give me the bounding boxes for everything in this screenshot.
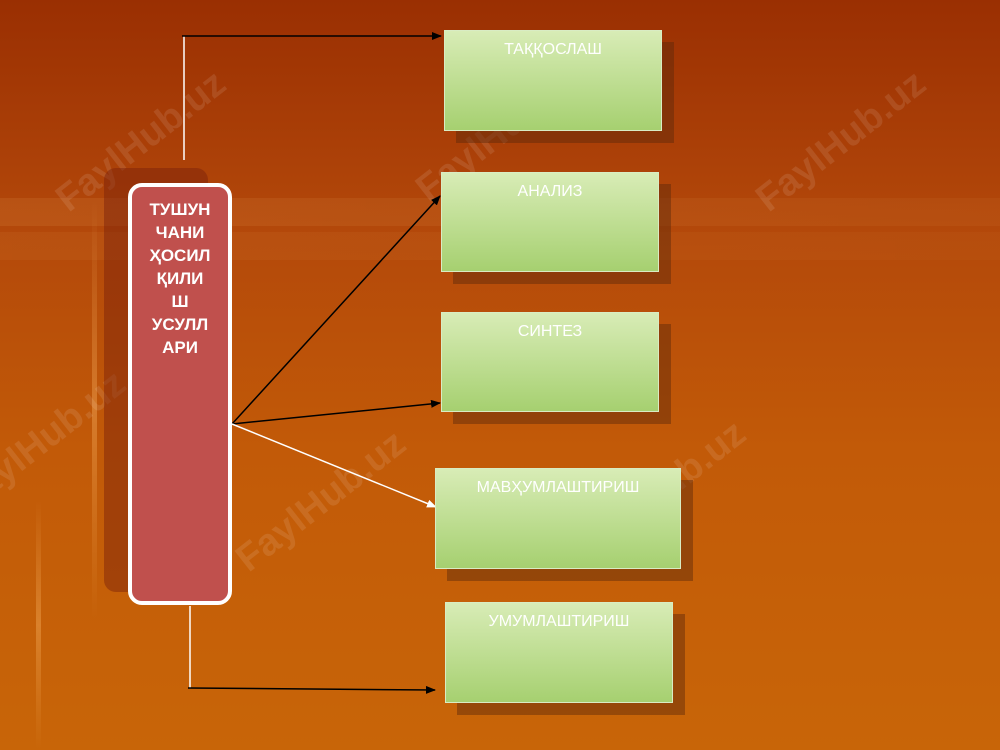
background-streak [36, 500, 41, 750]
source-line: ҲОСИЛ [149, 246, 211, 265]
target-label: ТАҚҚОСЛАШ [504, 41, 602, 58]
target-box-umumlashtirish: УМУМЛАШТИРИШ [445, 602, 673, 703]
source-line: ТУШУН [149, 200, 211, 219]
target-box-mavhumlashtirish: МАВҲУМЛАШТИРИШ [435, 468, 681, 569]
target-box-sintez: СИНТЕЗ [441, 312, 659, 412]
arrow-to-sintez [231, 399, 441, 425]
source-line: Ш [171, 292, 189, 311]
source-line: ЧАНИ [155, 223, 205, 242]
target-label: АНАЛИЗ [517, 183, 583, 200]
arrow-to-mavhumlashtirish [231, 423, 437, 508]
source-line: АРИ [162, 338, 198, 357]
target-box-taqqoslash: ТАҚҚОСЛАШ [444, 30, 662, 131]
target-label: СИНТЕЗ [517, 323, 583, 340]
target-box-analiz: АНАЛИЗ [441, 172, 659, 272]
target-label: МАВҲУМЛАШТИРИШ [476, 479, 640, 496]
source-line: ҚИЛИ [156, 269, 204, 288]
source-box: ТУШУН ЧАНИ ҲОСИЛ ҚИЛИ Ш УСУЛЛ АРИ [128, 183, 232, 605]
source-line: УСУЛЛ [151, 315, 209, 334]
arrow-to-analiz [231, 195, 441, 425]
target-label: УМУМЛАШТИРИШ [488, 613, 630, 630]
arrow-to-umumlashtirish [187, 685, 436, 694]
background-streak [92, 200, 97, 620]
